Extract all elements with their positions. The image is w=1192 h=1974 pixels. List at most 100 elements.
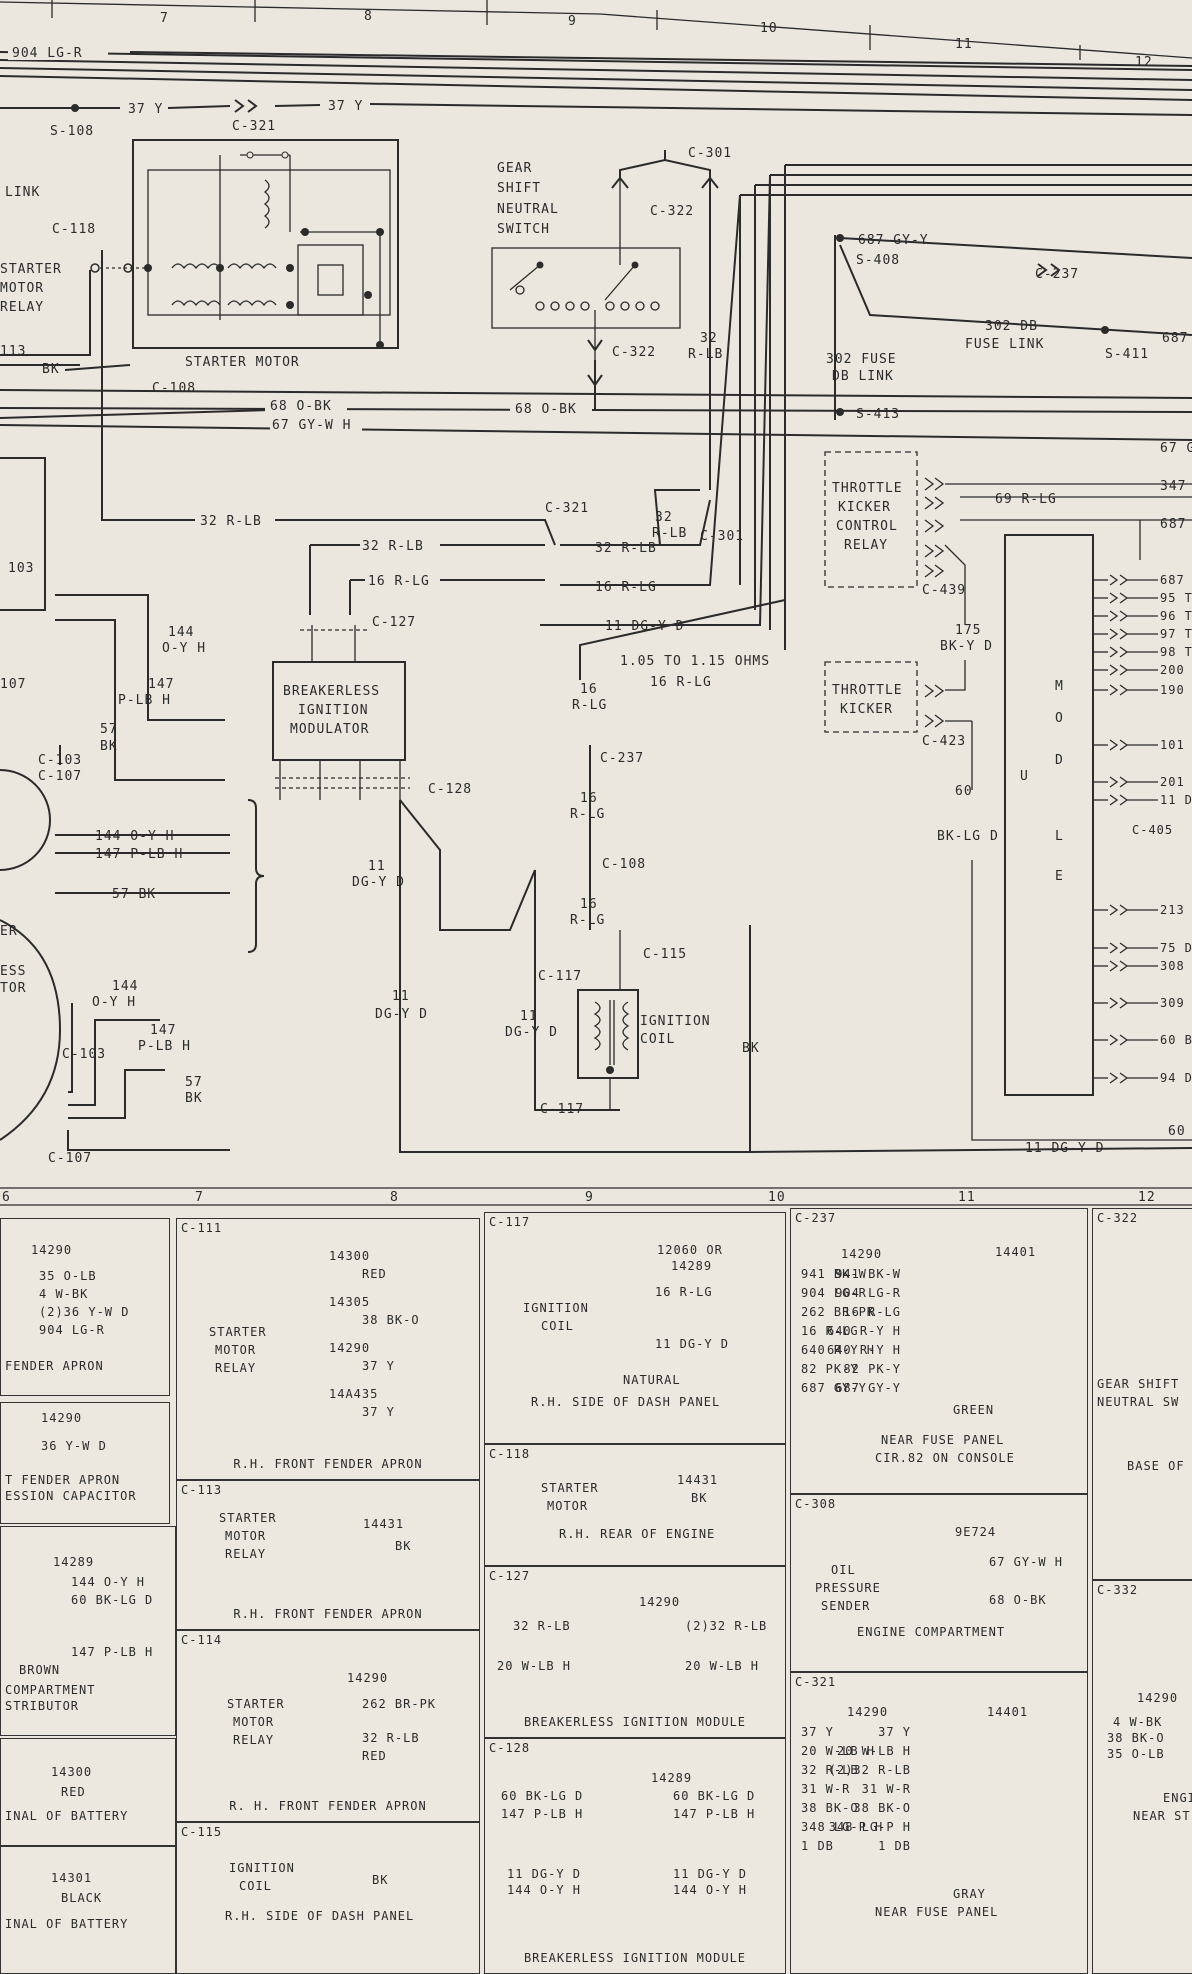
wire-label: 11 DG-Y D (605, 619, 684, 634)
module-pin-label: 213 (1160, 903, 1185, 917)
starter-relay-label: STARTER (0, 262, 62, 277)
pin-arrow (1109, 739, 1119, 751)
module-pin-label: 308 (1160, 959, 1185, 973)
splice-label: S-408 (856, 253, 900, 268)
wire-label: 20 W-LB H (685, 1659, 760, 1673)
wire-label: 16 R-LG (368, 574, 430, 589)
wire-label: 11 DG-Y D (655, 1337, 730, 1351)
wire-label: 147 P-LB H (501, 1807, 584, 1821)
component-name: MOTOR (215, 1343, 257, 1357)
pin-arrow (1119, 739, 1129, 751)
connector-label: C-237 (600, 751, 644, 766)
ignition-coil (577, 930, 639, 1110)
wire-label: 904 LG-R (12, 46, 83, 61)
wire-label: DG-Y D (352, 875, 405, 890)
wire-label: 20 W-LB H (497, 1659, 572, 1673)
part-number: 14301 (51, 1871, 93, 1885)
connector-title: C-115 (181, 1825, 223, 1839)
wire-label: 16 (580, 897, 598, 912)
wire-label: 11 (520, 1009, 538, 1024)
component-label: IGNITION (298, 703, 369, 718)
wire-label: 16 R-LG (650, 675, 712, 690)
component-name: IGNITION (523, 1301, 589, 1315)
pin-arrow (1109, 794, 1119, 806)
module-pin-label: 201 (1160, 775, 1185, 789)
wire-label: FUSE LINK (965, 337, 1044, 352)
connector-title: C-117 (489, 1215, 531, 1229)
wire-label: 60 BK-LG D (501, 1789, 584, 1803)
column-number: 6 (2, 1190, 11, 1205)
text-label: ER (0, 924, 18, 939)
wire-label: 348 LG-P H (801, 1820, 884, 1834)
component-label: NEUTRAL (497, 202, 559, 217)
column-number: 12 (1138, 1190, 1156, 1205)
wire-label: 262 BR-PK (362, 1697, 437, 1711)
connector-title: C-322 (1097, 1211, 1139, 1225)
part-number: 14401 (995, 1245, 1037, 1259)
connector-title: C-237 (795, 1211, 837, 1225)
connector-label: C-301 (700, 529, 744, 544)
module-pin-label: 200 (1160, 663, 1185, 677)
wire-37y (0, 99, 1192, 116)
wire-label: 904 LG-R (39, 1323, 105, 1337)
connector-box-left-5: 14301 BLACK INAL OF BATTERY (0, 1846, 176, 1974)
part-number: 14290 (1137, 1691, 1179, 1705)
connector-label: C-322 (650, 204, 694, 219)
component-label: SHIFT (497, 181, 541, 196)
wire-11-bottom (749, 1147, 1192, 1153)
connector-box-c115: C-115 IGNITION COIL BK R.H. SIDE OF DASH… (176, 1822, 480, 1974)
wire-label: DG-Y D (505, 1025, 558, 1040)
wire-label: 60 (955, 784, 973, 799)
wire-label: 32 R-LB (362, 539, 424, 554)
wire-label: 147 P-LB H (673, 1807, 756, 1821)
module-pin-label: C-405 (1132, 823, 1173, 837)
wire-label: 175 (955, 623, 981, 638)
pin-arrow (1119, 610, 1129, 622)
module-pins (1093, 574, 1158, 1084)
module-pin-label: 95 T (1160, 591, 1192, 605)
wire-175 (944, 544, 966, 691)
wire-left-relay (0, 270, 131, 371)
component-name: STARTER (219, 1511, 277, 1525)
connector-label: C-108 (152, 381, 196, 396)
part-number: 14289 (651, 1771, 693, 1785)
wire-label: 36 Y-W D (41, 1439, 107, 1453)
wire-label: 4 W-BK (39, 1287, 89, 1301)
wire-fuse-link (739, 164, 1192, 650)
wire-label: 37 Y (878, 1725, 911, 1739)
pin-arrow (1119, 904, 1129, 916)
component-name: RELAY (215, 1361, 257, 1375)
column-number: 11 (958, 1190, 976, 1205)
wire-label: 38 BK-O (362, 1313, 420, 1327)
wire-label: 37 Y (328, 99, 363, 114)
location-caption: BASE OF (1127, 1459, 1185, 1473)
connector-box-c113: C-113 STARTER MOTOR RELAY 14431 BK R.H. … (176, 1480, 480, 1630)
pin-arrow (1109, 628, 1119, 640)
wire-label: 38 BK-O (853, 1801, 911, 1815)
wire-label: O-Y H (162, 641, 206, 656)
module-pin-label: 11 D (1160, 793, 1192, 807)
wire-label: 687 (1162, 331, 1188, 346)
wire-label: P-LB H (138, 1039, 191, 1054)
wire-label: 687 (1160, 517, 1186, 532)
connector-box-left-3: 14289 144 O-Y H 60 BK-LG D 147 P-LB H BR… (0, 1526, 176, 1736)
part-number: 14289 (671, 1259, 713, 1273)
wire-label: 35 O-LB (39, 1269, 97, 1283)
text-label: ESS (0, 964, 26, 979)
module-pin-label: 687 (1160, 573, 1185, 587)
part-number: 14305 (329, 1295, 371, 1309)
component-label: CONTROL (836, 519, 898, 534)
wire-label: RED (61, 1785, 86, 1799)
component-name: COIL (541, 1319, 574, 1333)
module-pin-label: 98 T (1160, 645, 1192, 659)
wire-label: O-Y H (92, 995, 136, 1010)
wire-label: 1 DB (878, 1839, 911, 1853)
pin-arrow (1109, 942, 1119, 954)
part-number: 14290 (329, 1341, 371, 1355)
connector-title: C-308 (795, 1497, 837, 1511)
wire-label: BK (395, 1539, 412, 1553)
connector-title: C-332 (1097, 1583, 1139, 1597)
pin-arrow (1109, 646, 1119, 658)
